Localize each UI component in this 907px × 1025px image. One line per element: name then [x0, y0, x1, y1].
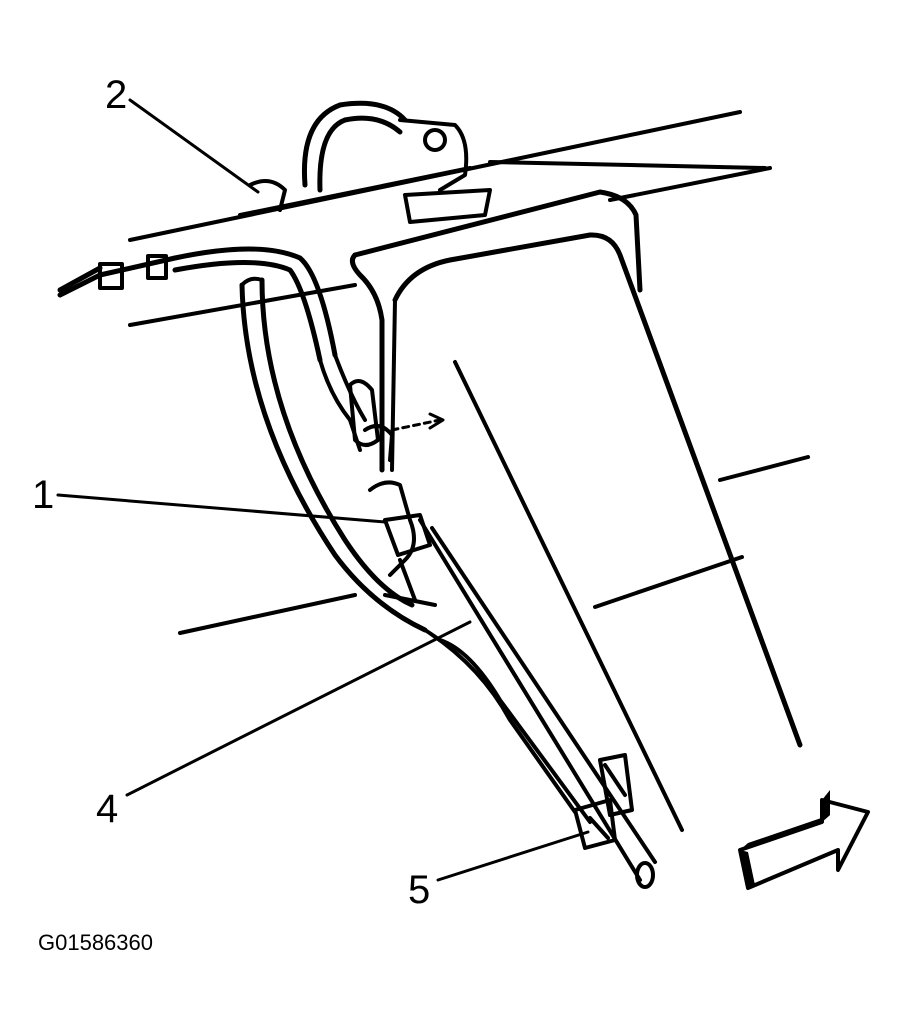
hose-connector [348, 379, 445, 607]
forward-arrow-icon [738, 790, 870, 890]
tube-fitting-left [57, 246, 367, 452]
callout-2-label: 2 [105, 73, 127, 117]
frame-rail [128, 110, 810, 635]
callout-5-label: 5 [408, 868, 430, 912]
upper-pipe-loop [248, 100, 492, 224]
mounting-bracket [349, 189, 803, 832]
figure-code: G01586360 [38, 930, 153, 955]
leader-lines [56, 98, 590, 882]
callout-1-label: 1 [32, 473, 54, 517]
brake-pipe [418, 518, 657, 889]
callout-4-label: 4 [96, 787, 118, 831]
